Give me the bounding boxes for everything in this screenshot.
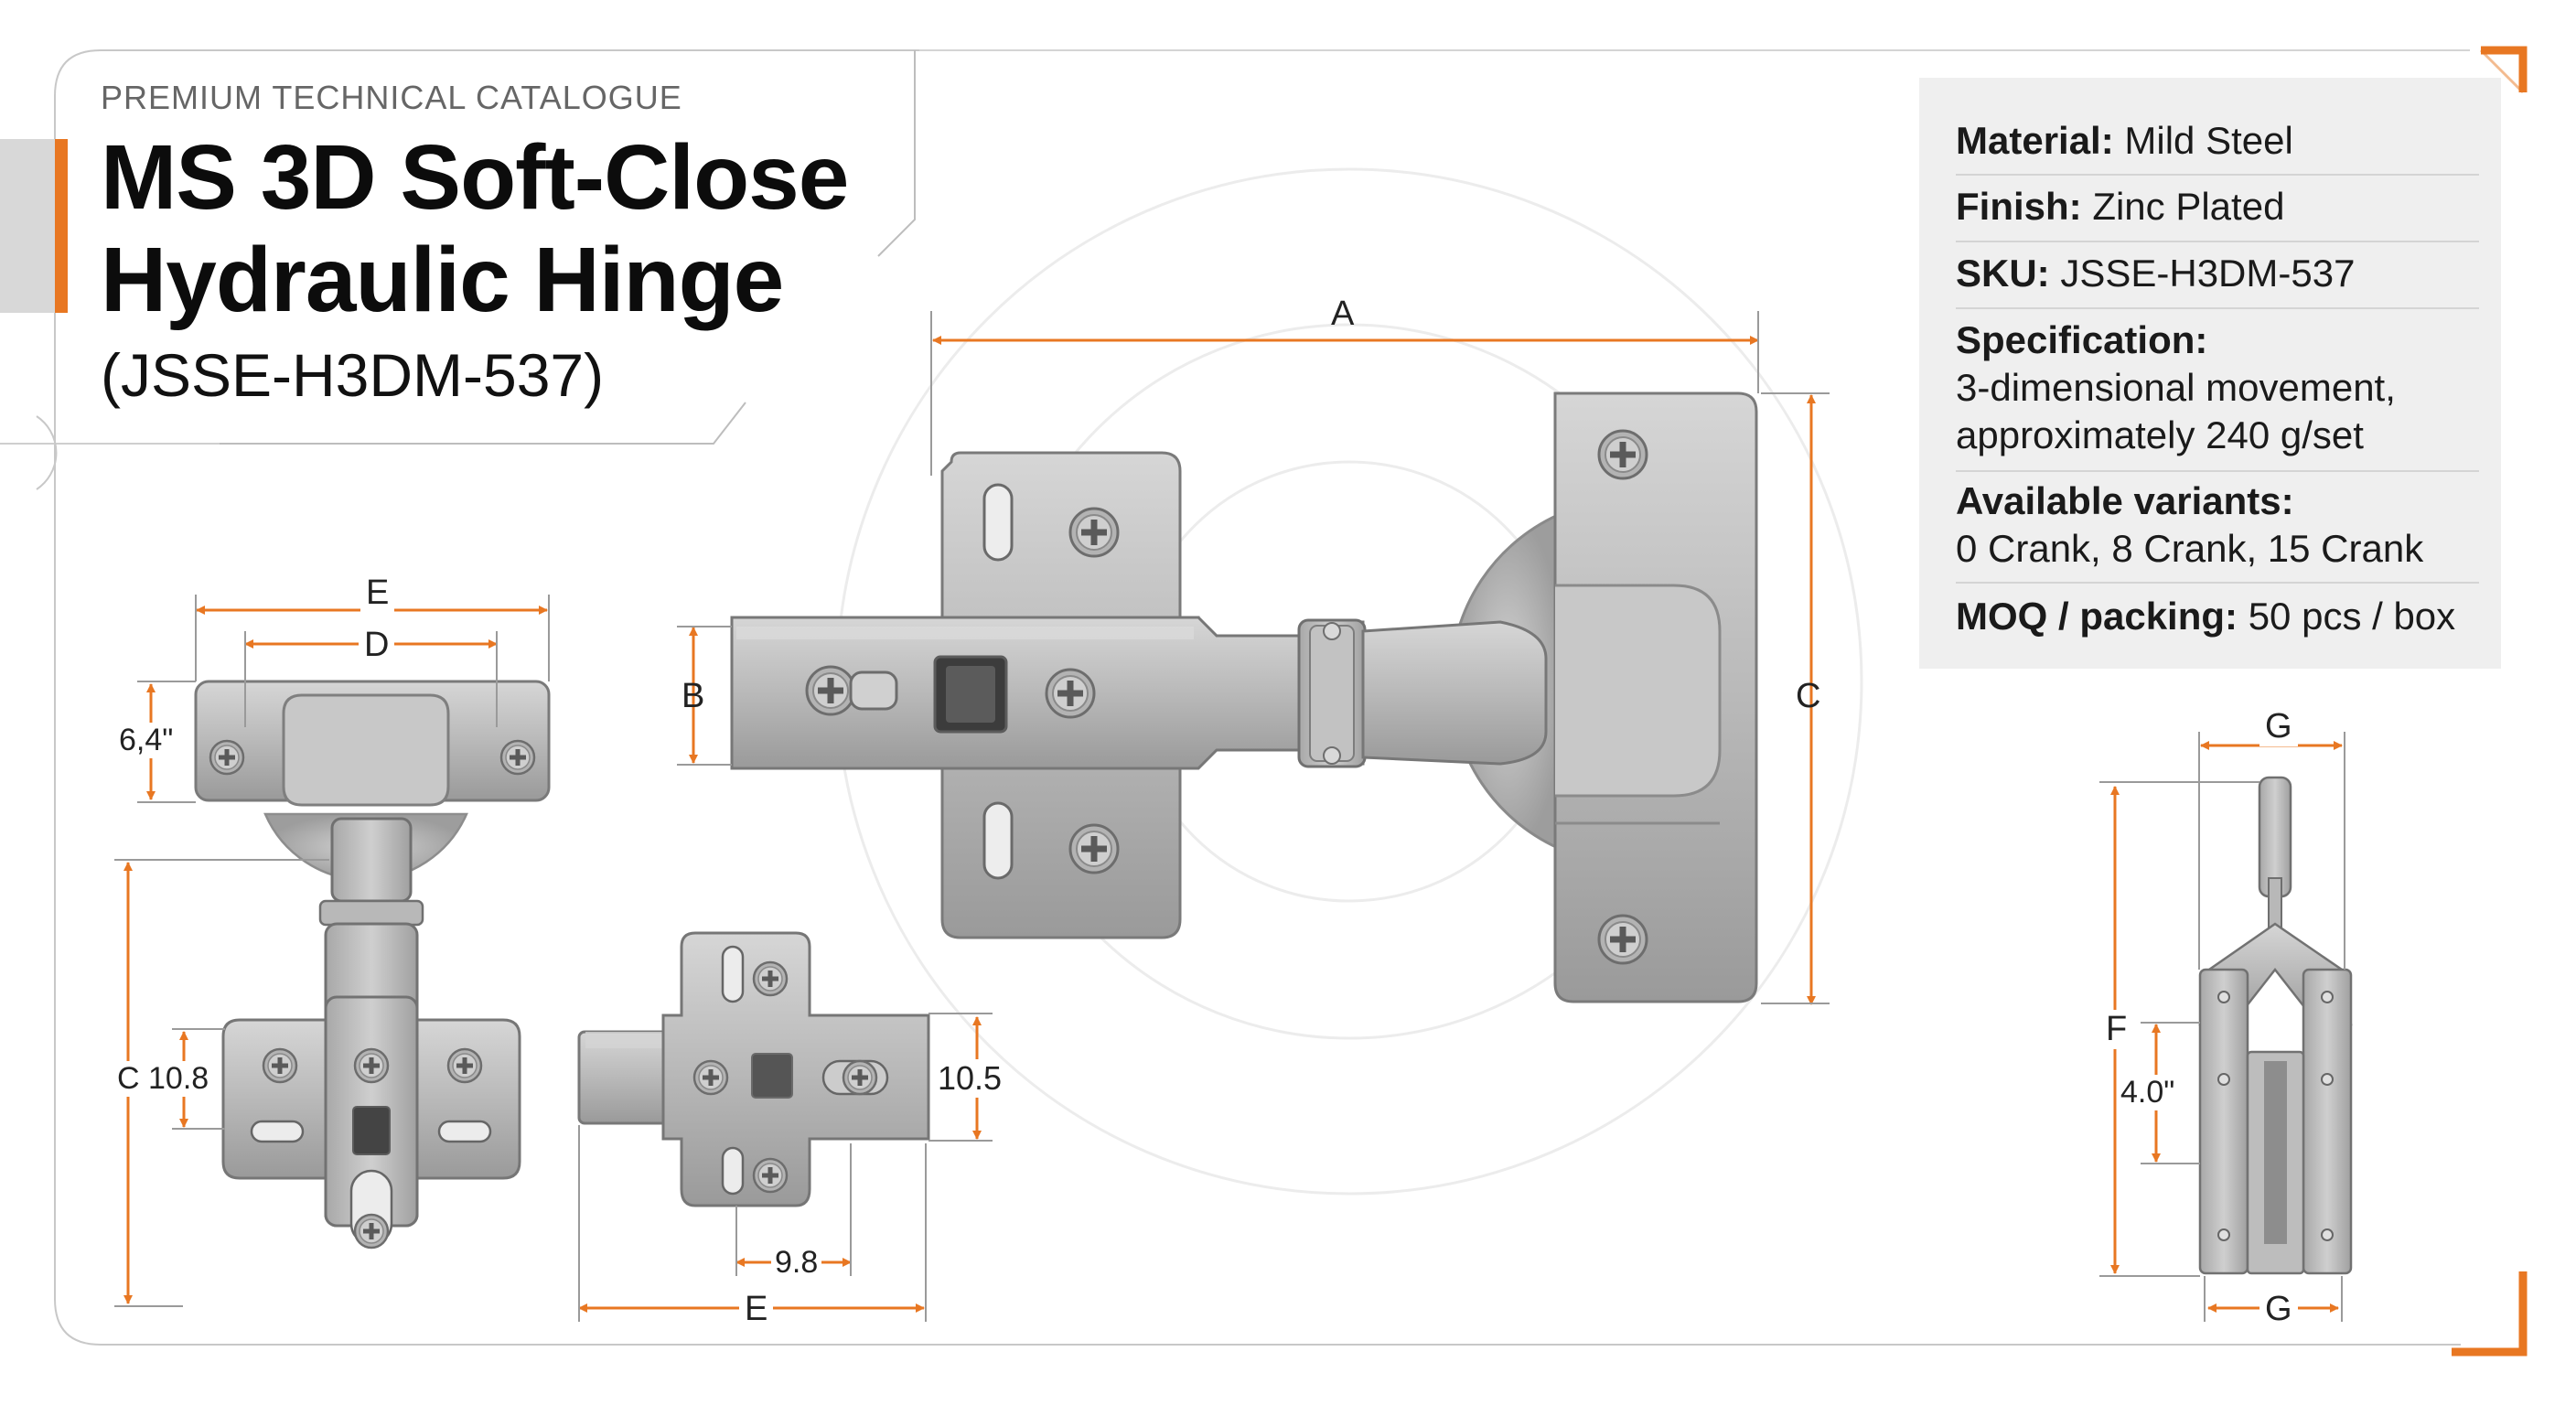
spec-variants: Available variants: 0 Crank, 8 Crank, 15… — [1956, 477, 2479, 573]
spec-sku: SKU: JSSE-H3DM-537 — [1956, 250, 2479, 297]
spec-finish-value: Zinc Plated — [2081, 185, 2285, 228]
edge-view-illustration — [2198, 776, 2353, 1275]
dimension-label-g-top: G — [2259, 707, 2298, 746]
spec-sku-label: SKU: — [1956, 252, 2050, 295]
spec-variants-value: 0 Crank, 8 Crank, 15 Crank — [1956, 527, 2424, 570]
product-title-line-1: MS 3D Soft-Close — [101, 126, 849, 229]
spec-divider — [1956, 174, 2479, 176]
spec-divider — [1956, 307, 2479, 309]
dimension-label-6-4: 6,4" — [119, 723, 174, 758]
spec-sku-value: JSSE-H3DM-537 — [2049, 252, 2356, 295]
dimension-label-f: F — [2102, 1010, 2131, 1049]
spec-material-label: Material: — [1956, 119, 2114, 162]
dimension-label-4-0: 4.0" — [2120, 1075, 2175, 1110]
dimension-label-e-bottom: E — [739, 1290, 774, 1329]
side-view-illustration — [577, 931, 930, 1207]
spec-divider — [1956, 241, 2479, 242]
product-title: MS 3D Soft-Close Hydraulic Hinge — [101, 126, 849, 331]
dimension-label-10-5: 10.5 — [938, 1059, 1003, 1098]
dimension-label-d: D — [359, 626, 395, 665]
spec-variants-label: Available variants: — [1956, 479, 2294, 522]
spec-finish: Finish: Zinc Plated — [1956, 183, 2479, 231]
spec-divider — [1956, 470, 2479, 472]
spec-moq-value: 50 pcs / box — [2238, 595, 2456, 638]
dimension-label-c: C — [1796, 677, 1821, 715]
front-view-illustration — [194, 680, 551, 1249]
dimension-label-g-bottom: G — [2259, 1290, 2298, 1329]
spec-divider — [1956, 582, 2479, 584]
main-hinge-illustration — [730, 391, 1758, 1003]
dimension-label-c-10-8: C 10.8 — [117, 1061, 209, 1097]
catalogue-kicker: PREMIUM TECHNICAL CATALOGUE — [101, 79, 682, 116]
spec-specification-line-2: approximately 240 g/set — [1956, 413, 2364, 456]
spec-moq-label: MOQ / packing: — [1956, 595, 2238, 638]
specification-panel — [1919, 78, 2501, 669]
spec-material: Material: Mild Steel — [1956, 117, 2479, 165]
dimension-label-b: B — [682, 677, 705, 715]
spec-specification-line-1: 3-dimensional movement, — [1956, 366, 2396, 409]
spec-specification: Specification: 3-dimensional movement, a… — [1956, 316, 2479, 459]
dimension-label-e-top: E — [360, 574, 395, 613]
dimension-label-9-8: 9.8 — [771, 1245, 822, 1281]
spec-material-value: Mild Steel — [2113, 119, 2293, 162]
product-model-code: (JSSE-H3DM-537) — [101, 341, 605, 409]
dimension-label-a: A — [1331, 295, 1355, 333]
spec-finish-label: Finish: — [1956, 185, 2082, 228]
spec-moq: MOQ / packing: 50 pcs / box — [1956, 593, 2479, 640]
spec-specification-label: Specification: — [1956, 318, 2208, 361]
product-title-line-2: Hydraulic Hinge — [101, 229, 784, 331]
